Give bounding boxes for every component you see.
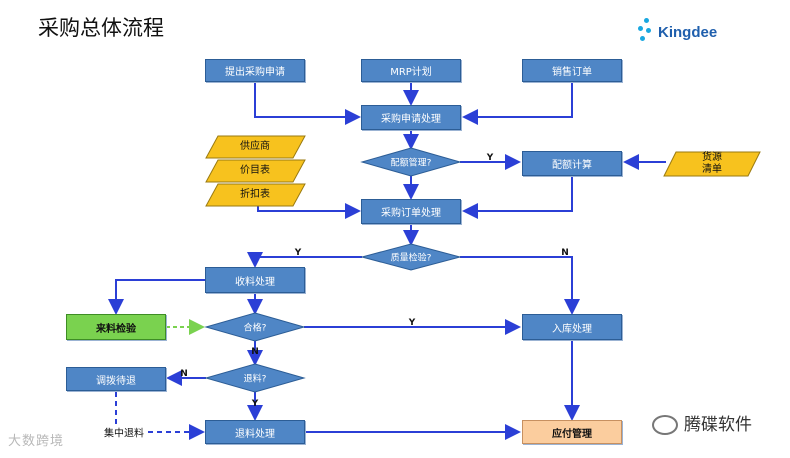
quality-decision-shape [360, 243, 462, 271]
wechat-icon [652, 415, 678, 435]
logo-text: Kingdee [658, 24, 718, 41]
quality-no-label: N [561, 248, 569, 258]
payable-box: 应付管理 [522, 420, 622, 444]
order-process-box: 采购订单处理 [361, 199, 461, 224]
pass-yes-label: Y [408, 318, 416, 328]
quota-calc-box: 配额计算 [522, 151, 622, 176]
pass-decision-label: 合格? [243, 323, 267, 334]
raise-request-box: 提出采购申请 [205, 59, 305, 82]
quality-decision-label: 质量检验? [390, 253, 432, 264]
request-process-box: 采购申请处理 [361, 105, 461, 130]
transfer-wait-box: 调拨待退 [66, 367, 166, 391]
quota-yes-label: Y [486, 153, 494, 163]
mrp-plan-box: MRP计划 [361, 59, 461, 82]
supply-list-label: 货源清单 [702, 152, 722, 175]
pass-decision-shape [204, 312, 306, 342]
return-no-label: N [180, 369, 188, 379]
price-list-shape [205, 159, 306, 183]
pass-no-label: N [251, 347, 259, 357]
supplier-label: 供应商 [240, 141, 270, 152]
centralized-return-label: 集中退料 [102, 424, 146, 440]
page-title: 采购总体流程 [38, 16, 164, 40]
receive-process-box: 收料处理 [205, 267, 305, 293]
discount-list-label: 折扣表 [240, 189, 270, 200]
quota-decision-label: 配额管理? [390, 158, 432, 169]
supplier-shape [205, 135, 306, 159]
quality-yes-label: Y [294, 248, 302, 258]
kingdee-logo: Kingdee [636, 18, 736, 52]
watermark-right-text: 腾碟软件 [684, 415, 752, 435]
supply-list-shape [663, 151, 761, 177]
sales-order-box: 销售订单 [522, 59, 622, 82]
discount-list-shape [205, 183, 306, 207]
return-process-box: 退料处理 [205, 420, 305, 444]
incoming-inspection-box: 来料检验 [66, 314, 166, 340]
return-decision-label: 退料? [243, 374, 267, 385]
price-list-label: 价目表 [240, 165, 270, 176]
return-decision-shape [204, 363, 306, 393]
watermark-left: 大数跨境 [8, 434, 65, 449]
return-yes-label: Y [251, 399, 259, 409]
quota-decision-shape [360, 147, 462, 177]
stock-in-box: 入库处理 [522, 314, 622, 340]
watermark-right: 腾碟软件 [652, 410, 752, 435]
